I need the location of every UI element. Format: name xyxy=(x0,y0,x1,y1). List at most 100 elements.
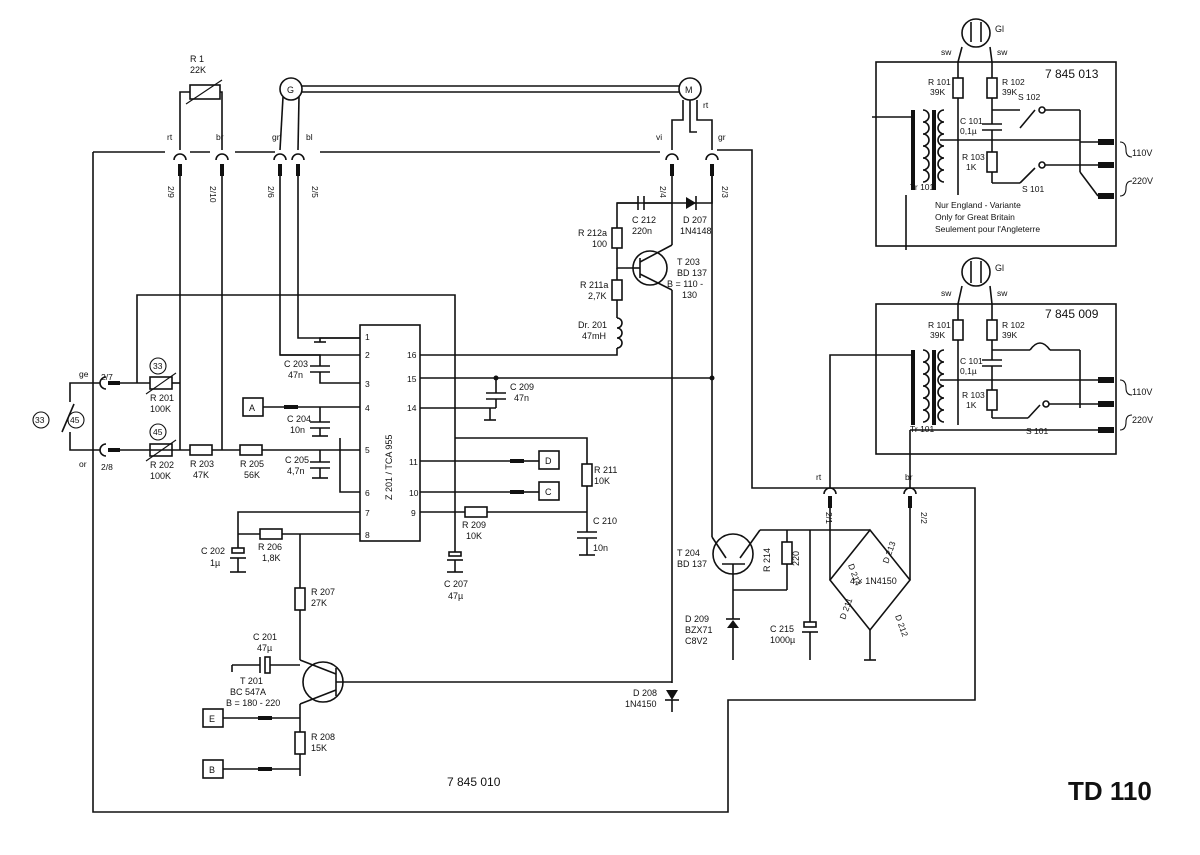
wire-sw-left-2: sw xyxy=(941,288,952,298)
ic-pin-7: 7 xyxy=(365,508,370,518)
d209-label: D 209 xyxy=(685,614,709,624)
r103-value-2: 1K xyxy=(966,400,977,410)
ic-pin-1: 1 xyxy=(365,332,370,342)
r202-value: 100K xyxy=(150,471,171,481)
wire-color-or: or xyxy=(79,459,87,469)
r206-label: R 206 xyxy=(258,542,282,552)
c203-label: C 203 xyxy=(284,359,308,369)
ic-pin-15: 15 xyxy=(407,374,417,384)
note-french: Seulement pour l'Angleterre xyxy=(935,224,1040,234)
wire-color-br: br xyxy=(216,132,224,142)
r101-label-1: R 101 xyxy=(928,77,951,87)
speed-45-label: 45 xyxy=(153,427,163,437)
connector-block-top-left: rt br gn bl 2/9 2/10 2/6 2/5 xyxy=(166,132,360,450)
connector-pin-2-4: 2/4 xyxy=(658,186,668,198)
r1-label: R 1 xyxy=(190,54,204,64)
connector-pin-2-5: 2/5 xyxy=(310,186,320,198)
r208-value: 15K xyxy=(311,743,327,753)
board-number-013: 7 845 013 xyxy=(1045,67,1099,81)
r201-label: R 201 xyxy=(150,393,174,403)
c204-value: 10n xyxy=(290,425,305,435)
speed-33-label: 33 xyxy=(153,361,163,371)
c204-label: C 204 xyxy=(287,414,311,424)
connector-pin-2-3: 2/3 xyxy=(720,186,730,198)
t203-value: BD 137 xyxy=(677,268,707,278)
c101-label-1: C 101 xyxy=(960,116,983,126)
ic-pin-3: 3 xyxy=(365,379,370,389)
test-point-a: A xyxy=(249,403,255,413)
r103-label-1: R 103 xyxy=(962,152,985,162)
connector-pin-2-1: 2/1 xyxy=(824,512,834,524)
t204-value: BD 137 xyxy=(677,559,707,569)
r209-value: 10K xyxy=(466,531,482,541)
c101-label-2: C 101 xyxy=(960,356,983,366)
voltage-110-label-1: 110V xyxy=(1132,148,1152,158)
t203-beta2: 130 xyxy=(682,290,697,300)
t201-beta: B = 180 - 220 xyxy=(226,698,280,708)
r102-label-1: R 102 xyxy=(1002,77,1025,87)
ic-z201: Z 201 / TCA 955 1 2 3 4 5 6 7 8 16 15 14… xyxy=(314,324,421,542)
d208-value: 1N4150 xyxy=(625,699,657,709)
t203-beta: B = 110 - xyxy=(667,279,703,289)
r103-value-1: 1K xyxy=(966,162,977,172)
connector-pin-2-6: 2/6 xyxy=(266,186,276,198)
t203-section: C 212 220n D 207 1N4148 R 212a 100 T 203… xyxy=(420,176,713,683)
r211-value: 10K xyxy=(594,476,610,486)
c205-section: C 205 4,7n xyxy=(262,449,360,479)
c203-capacitor: C 203 47n xyxy=(280,354,360,384)
test-point-c: C xyxy=(545,487,552,497)
r101-value-2: 39K xyxy=(930,330,945,340)
ic-pin-16: 16 xyxy=(407,350,417,360)
c201-value: 47µ xyxy=(257,643,272,653)
t201-label: T 201 xyxy=(240,676,263,686)
r203-label: R 203 xyxy=(190,459,214,469)
ic-pin-9: 9 xyxy=(411,508,416,518)
c207-label: C 207 xyxy=(444,579,468,589)
r214-label: R 214 xyxy=(762,548,772,572)
r201-value: 100K xyxy=(150,404,171,414)
tacho-generator: G xyxy=(279,77,679,151)
r212a-label: R 212a xyxy=(578,228,607,238)
c204-section: A C 204 10n xyxy=(242,397,360,437)
tr101-label-1: Tr 101 xyxy=(910,182,935,192)
wire-color-rt-bridge: rt xyxy=(816,472,822,482)
bridge-label: 4 × 1N4150 xyxy=(850,576,897,586)
r203-value: 47K xyxy=(193,470,209,480)
test-point-b: B xyxy=(209,765,215,775)
c205-label: C 205 xyxy=(285,455,309,465)
c212-value: 220n xyxy=(632,226,652,236)
c101-value-1: 0,1µ xyxy=(960,126,977,136)
motor-label: M xyxy=(685,85,693,95)
ic-pin-8: 8 xyxy=(365,530,370,540)
note-english: Only for Great Britain xyxy=(935,212,1015,222)
r212a-value: 100 xyxy=(592,239,607,249)
t204-section: T 204 BD 137 R 214 220 D 209 BZX71 C8V2 … xyxy=(677,176,870,660)
generator-label: G xyxy=(287,85,294,95)
c212-label: C 212 xyxy=(632,215,656,225)
r209-label: R 209 xyxy=(462,520,486,530)
c202-label: C 202 xyxy=(201,546,225,556)
r101-label-2: R 101 xyxy=(928,320,951,330)
s101-label-2: S 101 xyxy=(1026,426,1048,436)
note-german: Nur England - Variante xyxy=(935,200,1021,210)
c209-label: C 209 xyxy=(510,382,534,392)
c215-label: C 215 xyxy=(770,624,794,634)
switch-33-label: 33 xyxy=(35,415,45,425)
r102-label-2: R 102 xyxy=(1002,320,1025,330)
wire-color-vi: vi xyxy=(656,132,662,142)
connector-pin-2-2: 2/2 xyxy=(919,512,929,524)
c215-value: 1000µ xyxy=(770,635,795,645)
transformer-board-uk: Gl sw sw 7 845 013 R 101 39K R 102 39K C… xyxy=(872,18,1153,250)
r101-value-1: 39K xyxy=(930,87,945,97)
wire-color-br-bridge: br xyxy=(905,472,913,482)
wire-sw-left-1: sw xyxy=(941,47,952,57)
ic-outputs: C 207 47µ D C R 209 10K R 211 10K C 210 … xyxy=(420,437,617,601)
d209-value: BZX71 xyxy=(685,625,713,635)
r202-label: R 202 xyxy=(150,460,174,470)
ic-pin-10: 10 xyxy=(409,488,419,498)
t201-value: BC 547A xyxy=(230,687,266,697)
tr101-label-2: Tr 101 xyxy=(910,424,935,434)
voltage-220-label-2: 220V xyxy=(1132,415,1153,425)
voltage-220-label-1: 220V xyxy=(1132,176,1153,186)
